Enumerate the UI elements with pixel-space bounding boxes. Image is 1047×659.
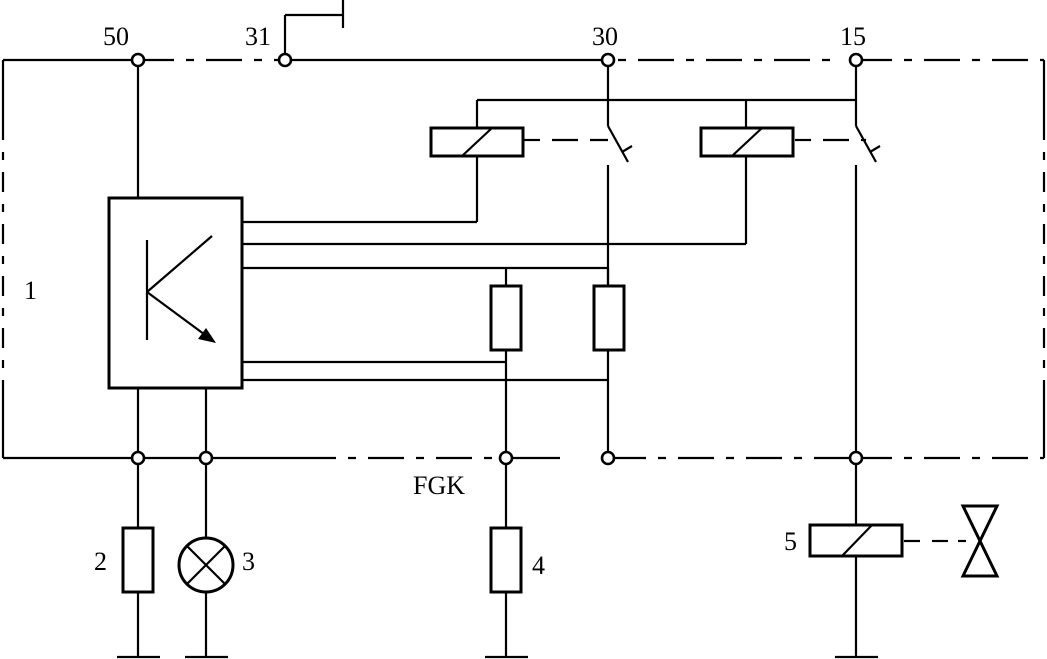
arrow-head-icon bbox=[198, 328, 216, 343]
valve-icon bbox=[960, 504, 1000, 578]
resistor-internal-b bbox=[592, 284, 626, 352]
controller-box bbox=[107, 196, 244, 390]
component-4-resistor bbox=[489, 526, 523, 594]
terminal-fgk bbox=[498, 450, 514, 466]
terminal-bottom-2 bbox=[130, 450, 146, 466]
resistor-internal-a bbox=[489, 284, 523, 352]
label-terminal-fgk: FGK bbox=[413, 471, 465, 500]
terminal-bottom-15 bbox=[848, 450, 864, 466]
internal-wiring bbox=[136, 60, 966, 657]
label-terminal-30: 30 bbox=[592, 22, 618, 51]
terminal-bottom-3 bbox=[198, 450, 214, 466]
component-2-resistor bbox=[121, 526, 155, 594]
label-component-3: 3 bbox=[242, 547, 255, 576]
terminal-15 bbox=[848, 52, 864, 68]
label-terminal-15: 15 bbox=[840, 22, 866, 51]
relay-coil-1 bbox=[429, 126, 525, 158]
label-terminal-50: 50 bbox=[103, 22, 129, 51]
terminals bbox=[130, 52, 864, 466]
label-component-5: 5 bbox=[784, 527, 797, 556]
label-terminal-31: 31 bbox=[245, 22, 271, 51]
label-component-2: 2 bbox=[94, 547, 107, 576]
component-5-solenoid bbox=[808, 523, 904, 558]
component-3-lamp bbox=[177, 536, 235, 594]
terminal-30 bbox=[600, 52, 616, 68]
terminal-bottom-30 bbox=[600, 450, 616, 466]
label-component-1: 1 bbox=[24, 276, 37, 305]
relay-coil-2 bbox=[699, 126, 795, 158]
terminal-31 bbox=[277, 52, 293, 68]
device-enclosure bbox=[1, 58, 1046, 460]
chassis-ground-symbol bbox=[283, 0, 345, 60]
terminal-50 bbox=[130, 52, 146, 68]
label-component-4: 4 bbox=[532, 551, 545, 580]
